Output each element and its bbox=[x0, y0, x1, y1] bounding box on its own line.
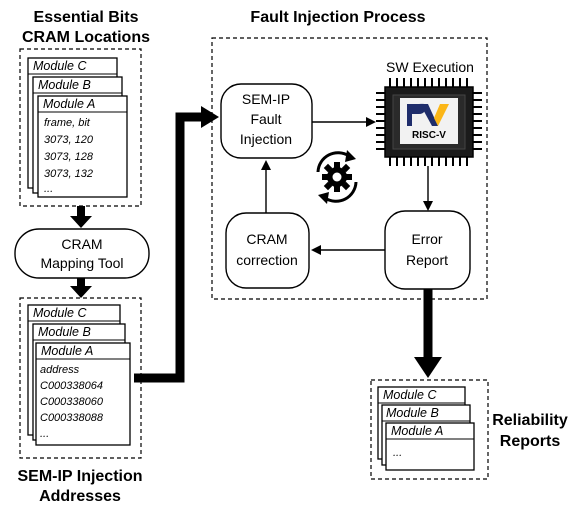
address-row: C000338060 bbox=[40, 396, 104, 408]
module-c-label: Module C bbox=[383, 388, 437, 402]
module-a-card bbox=[35, 342, 131, 446]
cram-correction-box bbox=[225, 212, 310, 289]
module-c-label: Module C bbox=[33, 59, 87, 73]
sem-ip-fault-injection-node: SEM-IP Fault Injection bbox=[220, 83, 313, 159]
module-b-label: Module B bbox=[38, 325, 91, 339]
module-a-label: Module A bbox=[43, 97, 95, 111]
cram-correction-node: CRAM correction bbox=[225, 212, 310, 289]
module-a-card bbox=[37, 95, 128, 198]
module-a-label: Module A bbox=[391, 424, 443, 438]
address-row: address bbox=[40, 364, 80, 376]
gear-cycle-icon bbox=[316, 150, 358, 204]
reliability-row: ... bbox=[393, 447, 402, 459]
essential-bits-title-line2: CRAM Locations bbox=[22, 29, 150, 46]
reliability-title-line1: Reliability bbox=[492, 412, 568, 429]
cram-correction-line2: correction bbox=[236, 252, 297, 268]
essential-bits-row: 3073, 120 bbox=[44, 134, 94, 146]
arrow-sw-to-error-report bbox=[423, 166, 433, 211]
reliability-reports-group: Module C Module B Module A ... bbox=[370, 379, 489, 480]
sw-execution-label: SW Execution bbox=[386, 59, 474, 75]
arrow-correction-to-injection bbox=[261, 160, 271, 213]
error-report-line2: Report bbox=[406, 252, 448, 268]
fault-injection-process-title: Fault Injection Process bbox=[250, 9, 425, 26]
address-row: C000338064 bbox=[40, 380, 103, 392]
cram-correction-line1: CRAM bbox=[246, 231, 287, 247]
fault-injection-process-container bbox=[211, 37, 488, 300]
essential-bits-row: 3073, 128 bbox=[44, 151, 94, 163]
essential-bits-row: frame, bit bbox=[44, 117, 91, 129]
arrow-error-to-reliability bbox=[414, 289, 442, 378]
module-a-card bbox=[385, 422, 475, 471]
module-c-label: Module C bbox=[33, 306, 87, 320]
address-row: ... bbox=[40, 428, 49, 440]
sem-ip-addresses-group: Module C Module B Module A address C0003… bbox=[19, 297, 142, 459]
essential-bits-row: ... bbox=[44, 183, 53, 195]
mapping-tool-line2: Mapping Tool bbox=[40, 255, 123, 271]
arrow-error-to-correction bbox=[311, 245, 385, 255]
error-report-box bbox=[384, 210, 471, 290]
module-a-label: Module A bbox=[41, 344, 93, 358]
riscv-logo-text: RISC-V bbox=[412, 130, 446, 141]
riscv-chip-icon: RISC-V bbox=[376, 78, 482, 166]
arrow-bits-to-mapping bbox=[70, 206, 92, 228]
injection-line1: SEM-IP bbox=[242, 91, 290, 107]
error-report-node: Error Report bbox=[384, 210, 471, 290]
arrow-injection-to-sw bbox=[312, 117, 376, 127]
essential-bits-row: 3073, 132 bbox=[44, 168, 93, 180]
sem-ip-addresses-title-line1: SEM-IP Injection bbox=[17, 468, 142, 485]
cram-mapping-tool: CRAM Mapping Tool bbox=[14, 228, 150, 279]
module-b-label: Module B bbox=[38, 78, 91, 92]
sem-ip-fault-injection-box bbox=[220, 83, 313, 159]
arrow-mapping-to-addresses bbox=[70, 278, 92, 298]
injection-line2: Fault bbox=[250, 111, 281, 127]
module-b-label: Module B bbox=[386, 406, 439, 420]
error-report-line1: Error bbox=[411, 231, 442, 247]
arrow-addresses-to-injection bbox=[134, 106, 219, 383]
reliability-reports-container bbox=[370, 379, 489, 480]
essential-bits-group: Module C Module B Module A frame, bit 30… bbox=[19, 48, 142, 207]
reliability-title-line2: Reports bbox=[500, 433, 561, 450]
injection-line3: Injection bbox=[240, 131, 292, 147]
sem-ip-addresses-title-line2: Addresses bbox=[39, 488, 121, 505]
essential-bits-title-line1: Essential Bits bbox=[34, 9, 139, 26]
mapping-tool-line1: CRAM bbox=[61, 236, 102, 252]
address-row: C000338088 bbox=[40, 412, 104, 424]
